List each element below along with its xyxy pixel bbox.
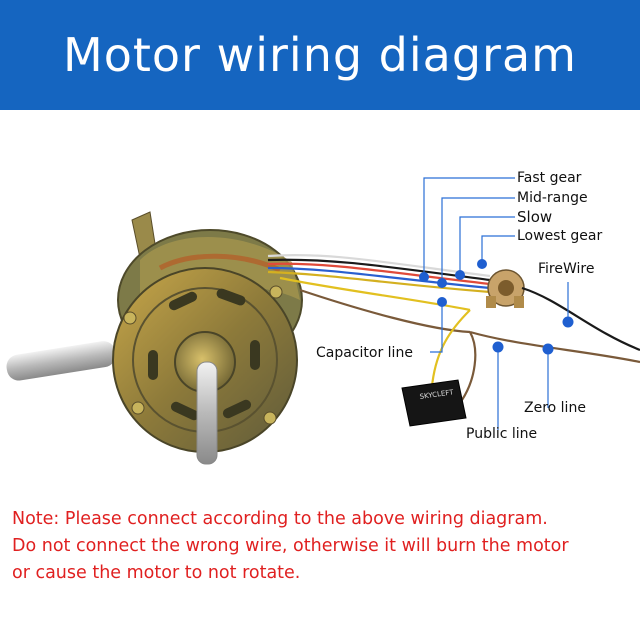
markers [419,259,574,355]
note-line-1: Note: Please connect according to the ab… [12,509,548,529]
marker-firewire [562,316,574,328]
label-mid-range: Mid-range [517,190,588,206]
label-capacitor-line: Capacitor line [316,345,413,361]
marker-mid-range [437,278,447,288]
note-line-3: or cause the motor to not rotate. [12,563,301,583]
motor-bolts [123,285,283,425]
leader-mid-range [441,197,515,281]
marker-fast-gear [419,272,429,282]
note-line-2: Do not connect the wrong wire, otherwise… [12,536,569,556]
marker-slow [455,270,465,280]
marker-capacitor [437,297,447,307]
label-zero-line: Zero line [524,400,586,416]
leader-lines [423,177,569,430]
leader-slow [459,216,515,273]
capacitor-wires [430,309,477,401]
label-fast-gear: Fast gear [517,170,582,186]
capacitor: SKYCLEFT [401,379,467,427]
wiring-diagram: SKYCLEFT [6,177,640,465]
label-firewire: FireWire [538,261,595,277]
marker-lowest-gear [477,259,487,269]
label-slow: Slow [517,208,553,226]
marker-zero-line [542,343,554,355]
warning-note: Note: Please connect according to the ab… [12,506,632,587]
leader-capacitor [430,300,443,353]
motor-front-shaft [196,361,218,465]
motor [6,211,303,465]
page-title: Motor wiring diagram [63,28,577,82]
label-public-line: Public line [466,426,538,442]
motor-wire-bundle [267,254,491,334]
marker-public-line [492,341,504,353]
title-banner: Motor wiring diagram [0,0,640,110]
motor-rear-shaft [6,341,116,381]
label-lowest-gear: Lowest gear [517,228,603,244]
speed-switch [486,269,525,308]
motor-vents [148,288,260,421]
leader-fast-gear [423,177,515,274]
leader-lowest-gear [481,235,515,263]
